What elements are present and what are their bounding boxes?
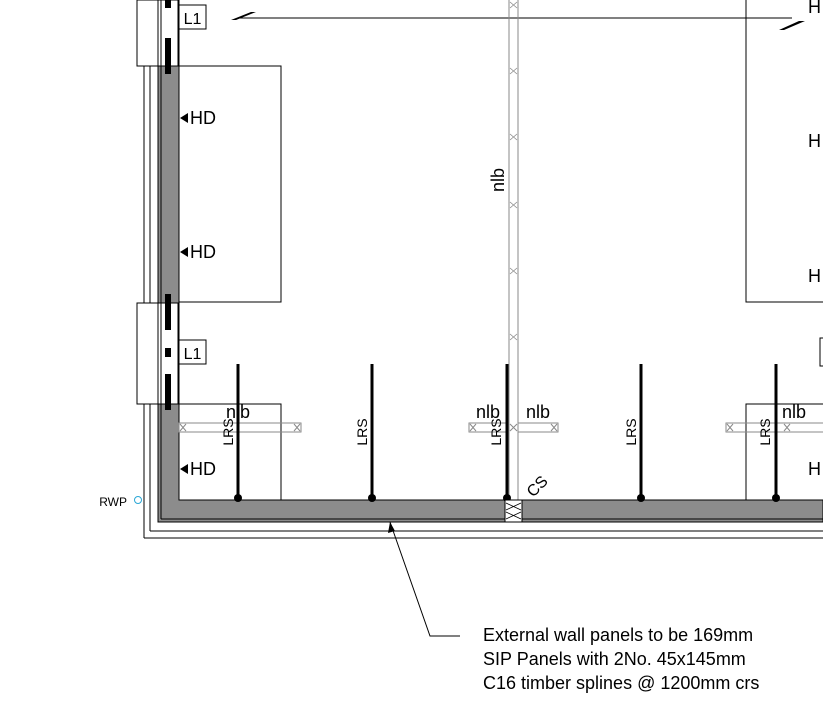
- hd-label: HD: [190, 459, 216, 479]
- panel-lower-left: [178, 403, 282, 501]
- note-line-3: C16 timber splines @ 1200mm crs: [483, 673, 759, 693]
- outer-wall-lines: [143, 0, 823, 539]
- rwp-marker: RWP: [99, 495, 142, 509]
- window-upper: [136, 0, 179, 74]
- nlb-label: nlb: [488, 168, 508, 192]
- cs-label: CS: [524, 473, 552, 501]
- note-line-2: SIP Panels with 2No. 45x145mm: [483, 649, 746, 669]
- hold-down-label: H: [808, 266, 821, 286]
- note-leader: [388, 521, 460, 637]
- nlb-label: nlb: [782, 402, 806, 422]
- nlb-label: nlb: [526, 402, 550, 422]
- lintel-tag-upper: L1: [178, 4, 207, 30]
- hold-down-label: H: [808, 131, 821, 151]
- partition-stub-mid-right: [509, 422, 559, 433]
- hold-down-marker: HD: [180, 459, 216, 479]
- window-lower: [136, 294, 179, 410]
- lrs-label: LRS: [623, 418, 639, 445]
- rwp-label: RWP: [99, 495, 127, 509]
- lrs-strap: LRS: [354, 364, 376, 502]
- hold-down-marker: HD: [180, 108, 216, 128]
- panel-upper-right: [745, 0, 823, 303]
- lintel-label: L1: [184, 346, 202, 363]
- lintel-label: L1: [184, 11, 202, 28]
- lrs-strap: LRS: [220, 364, 242, 502]
- nlb-label: nlb: [476, 402, 500, 422]
- panel-lower-right: [745, 337, 823, 500]
- hold-down-marker: HD: [180, 242, 216, 262]
- lintel-tag-lower: L1: [178, 339, 207, 365]
- hd-label: HD: [190, 242, 216, 262]
- panel-upper-left: [178, 65, 282, 303]
- hold-down-label: H: [808, 0, 821, 17]
- lrs-label: LRS: [757, 418, 773, 445]
- lrs-label: LRS: [354, 418, 370, 445]
- partition-vertical: nlb: [488, 0, 519, 500]
- hd-label: HD: [190, 108, 216, 128]
- section-line-top: H: [231, 0, 821, 30]
- lrs-strap: LRS: [623, 364, 645, 502]
- sip-wall-band: [157, 0, 823, 523]
- lrs-label: LRS: [488, 418, 504, 445]
- lrs-strap: LRS: [488, 364, 511, 502]
- partition-stub-left: [178, 422, 302, 433]
- note-line-1: External wall panels to be 169mm: [483, 625, 753, 645]
- lrs-label: LRS: [220, 418, 236, 445]
- spec-note: External wall panels to be 169mm SIP Pan…: [483, 625, 759, 693]
- lrs-strap: LRS: [757, 364, 780, 502]
- hold-down-label: H: [808, 459, 821, 479]
- partition-stub-mid-left: [468, 422, 510, 433]
